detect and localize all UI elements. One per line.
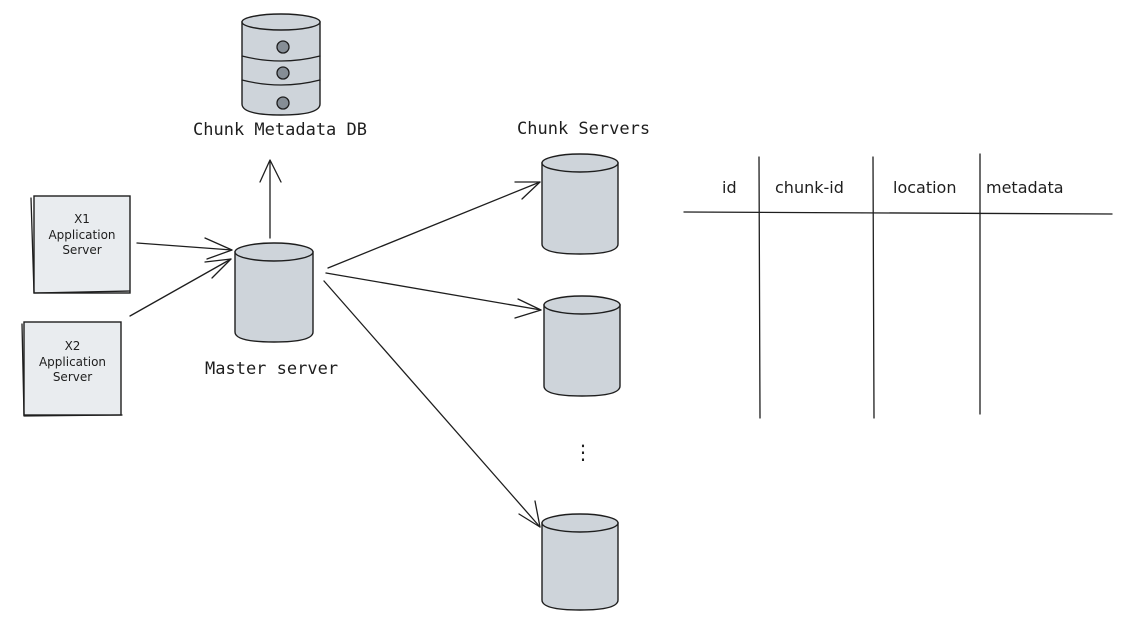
app-server-x2-line1: Application: [38, 354, 107, 369]
chunk-servers-label: Chunk Servers: [517, 119, 651, 139]
app-server-x2-line2: Server: [52, 370, 93, 385]
metadata-table-lines: [683, 153, 1113, 419]
table-header-location: location: [893, 178, 957, 197]
db-label: Chunk Metadata DB: [193, 120, 367, 140]
app-server-box-x2: [21, 321, 123, 417]
app-server-x1-id: X1: [74, 212, 90, 226]
more-servers-ellipsis: ⋮: [573, 440, 593, 464]
app-server-x1-text: X1 Application Server: [34, 212, 130, 259]
database-icon: [241, 13, 321, 116]
chunk-server-cylinder-2: [543, 295, 621, 397]
app-server-x2-id: X2: [64, 339, 81, 353]
table-header-chunk-id: chunk-id: [775, 178, 844, 197]
app-server-x1-line1: Application: [48, 227, 116, 242]
arrow-x1-to-master: [136, 237, 233, 260]
arrow-master-to-chunk-1: [327, 181, 541, 269]
table-header-id: id: [722, 178, 737, 197]
chunk-server-cylinder-1: [541, 153, 619, 255]
arrow-master-to-chunk-3: [323, 280, 541, 528]
arrow-master-to-db: [259, 159, 282, 239]
chunk-server-cylinder-3: [541, 513, 619, 611]
arrow-x2-to-master: [129, 258, 232, 317]
master-server-cylinder: [234, 242, 314, 343]
app-server-x1-line2: Server: [62, 243, 102, 258]
master-server-label: Master server: [205, 359, 339, 379]
app-server-x2-text: X2 Application Server: [24, 339, 121, 386]
table-header-metadata: metadata: [986, 178, 1064, 197]
app-server-box-x1: [30, 195, 131, 294]
arrow-master-to-chunk-2: [325, 272, 542, 319]
